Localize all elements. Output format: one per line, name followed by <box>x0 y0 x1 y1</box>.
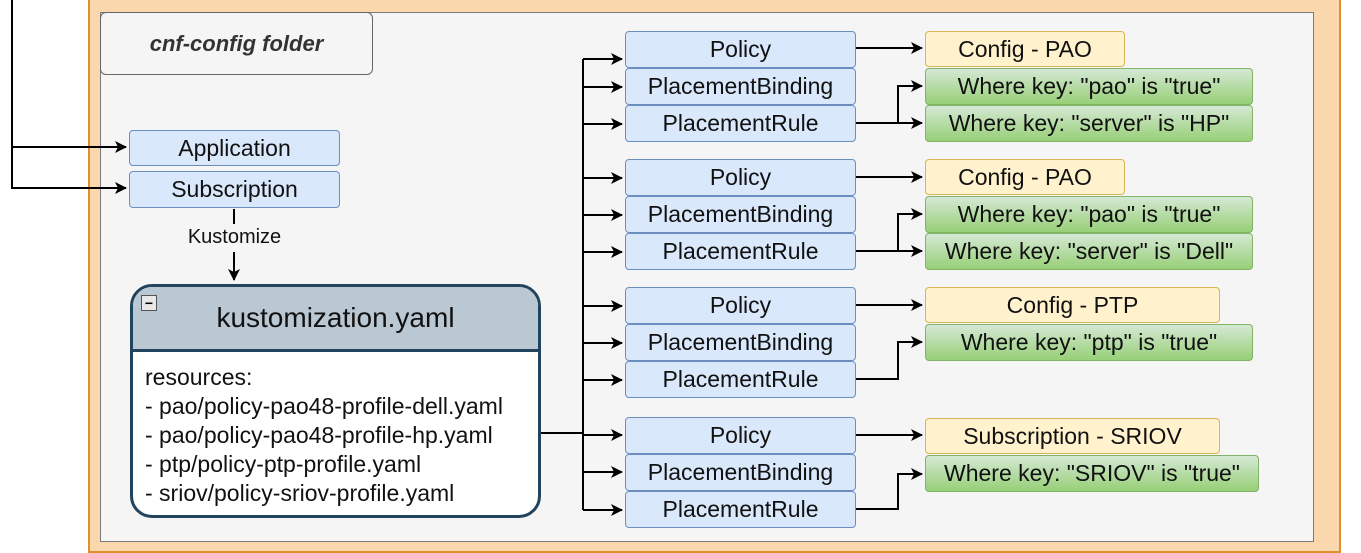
placement-rule-box: PlacementRule <box>625 233 856 270</box>
subscription-box: Subscription <box>129 171 340 208</box>
resource-item: - ptp/policy-ptp-profile.yaml <box>145 451 422 477</box>
policy-box: Policy <box>625 287 856 324</box>
policy-box: Policy <box>625 159 856 196</box>
resource-item: - pao/policy-pao48-profile-dell.yaml <box>145 393 503 419</box>
config-box: Config - PAO <box>925 31 1125 67</box>
kustomize-edge-label: Kustomize <box>172 224 297 250</box>
kustomization-resources: resources: - pao/policy-pao48-profile-de… <box>145 363 503 508</box>
kustomization-panel: kustomization.yaml − resources: - pao/po… <box>130 284 541 518</box>
condition-box: Where key: "server" is "HP" <box>925 105 1253 142</box>
placement-binding-box: PlacementBinding <box>625 324 856 361</box>
application-box: Application <box>129 130 340 166</box>
condition-box: Where key: "pao" is "true" <box>925 196 1253 233</box>
policy-box: Policy <box>625 31 856 68</box>
resource-item: - sriov/policy-sriov-profile.yaml <box>145 480 455 506</box>
edge-to-application <box>11 0 127 153</box>
config-box: Config - PAO <box>925 159 1125 195</box>
policy-box: Policy <box>625 417 856 454</box>
condition-box: Where key: "pao" is "true" <box>925 68 1253 105</box>
kustomization-header: kustomization.yaml <box>133 287 538 352</box>
folder-label: cnf-config folder <box>100 12 373 75</box>
placement-binding-box: PlacementBinding <box>625 196 856 233</box>
resource-item: - pao/policy-pao48-profile-hp.yaml <box>145 422 493 448</box>
condition-box: Where key: "server" is "Dell" <box>925 233 1253 270</box>
placement-binding-box: PlacementBinding <box>625 454 856 491</box>
condition-box: Where key: "SRIOV" is "true" <box>925 455 1259 492</box>
placement-binding-box: PlacementBinding <box>625 68 856 105</box>
collapse-icon[interactable]: − <box>141 295 157 311</box>
resources-header: resources: <box>145 364 253 390</box>
edge-to-subscription <box>11 0 127 194</box>
placement-rule-box: PlacementRule <box>625 491 856 528</box>
config-box: Subscription - SRIOV <box>925 418 1220 454</box>
kustomization-title: kustomization.yaml <box>216 302 455 333</box>
condition-box: Where key: "ptp" is "true" <box>925 324 1253 361</box>
placement-rule-box: PlacementRule <box>625 361 856 398</box>
config-box: Config - PTP <box>925 287 1220 323</box>
placement-rule-box: PlacementRule <box>625 105 856 142</box>
